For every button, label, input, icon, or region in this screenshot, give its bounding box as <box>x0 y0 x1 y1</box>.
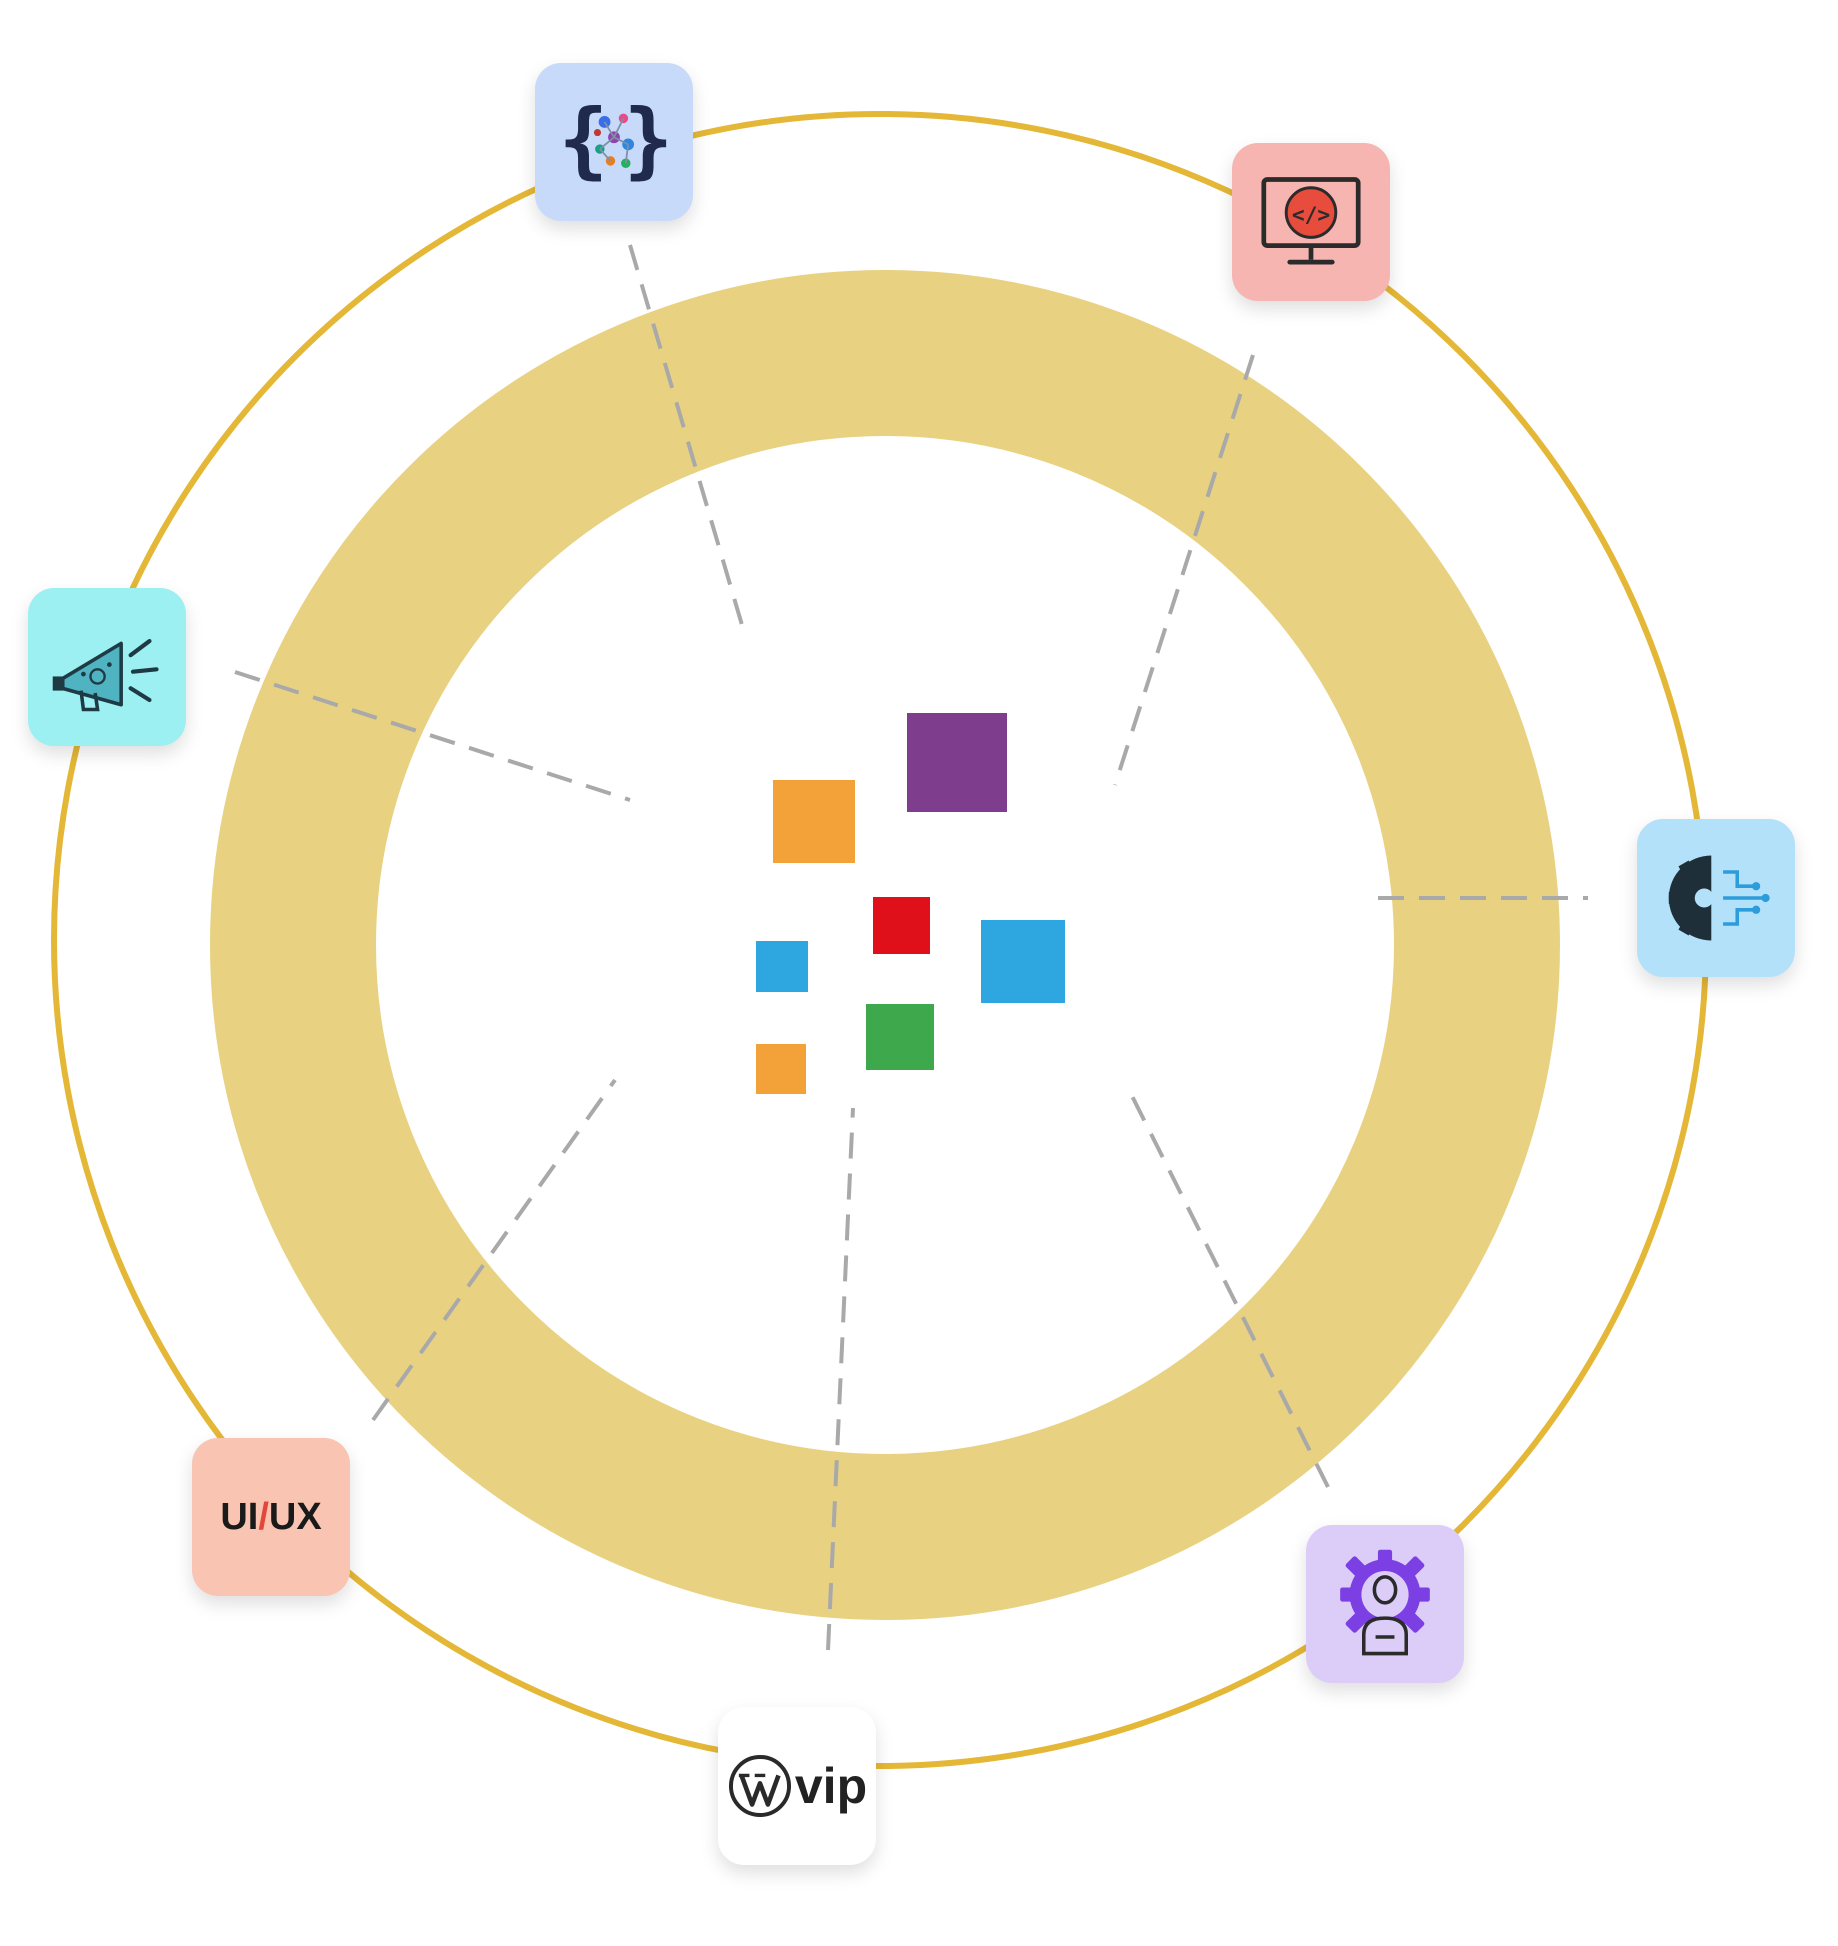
node-it-consulting[interactable] <box>1306 1525 1464 1683</box>
connector-data-science <box>628 244 744 626</box>
node-web-development[interactable]: </> <box>1232 143 1390 301</box>
connector-web-development <box>1113 354 1255 786</box>
logo-square-blue-small <box>756 941 808 992</box>
node-wordpress-vip[interactable]: vip <box>718 1707 876 1865</box>
megaphone-icon <box>52 638 159 712</box>
gear-person-icon <box>1340 1549 1430 1656</box>
vip-label: vip <box>794 1758 868 1814</box>
connector-digital-marketing <box>234 670 631 802</box>
logo-square-purple <box>907 713 1007 812</box>
node-data-science[interactable]: { } <box>535 63 693 221</box>
code-braces-network-icon: { } <box>559 92 673 188</box>
node-digital-marketing[interactable] <box>28 588 186 746</box>
ui-ux-text-icon: UI/UX <box>220 1495 322 1538</box>
node-ui-ux-design[interactable]: UI/UX <box>192 1438 350 1596</box>
monitor-code-icon: </> <box>1261 177 1361 265</box>
svg-text:{: { <box>559 92 609 188</box>
connector-it-consulting <box>1128 1091 1330 1488</box>
logo-square-orange-large <box>773 780 855 863</box>
wordpress-vip-logo: vip <box>727 1753 867 1819</box>
logo-square-red <box>873 897 930 954</box>
center-logo <box>756 713 1065 1094</box>
connector-ui-ux-design <box>371 1078 617 1422</box>
inner-band-ring <box>210 270 1560 1620</box>
logo-square-blue-large <box>981 920 1065 1003</box>
gear-circuit-icon <box>1668 855 1770 941</box>
connector-wordpress-vip <box>826 1107 855 1651</box>
logo-square-orange-small <box>756 1044 806 1094</box>
wordpress-logo-icon <box>728 1754 791 1818</box>
svg-text:</>: </> <box>1292 203 1330 228</box>
logo-square-green <box>866 1004 934 1070</box>
node-automation[interactable] <box>1637 819 1795 977</box>
